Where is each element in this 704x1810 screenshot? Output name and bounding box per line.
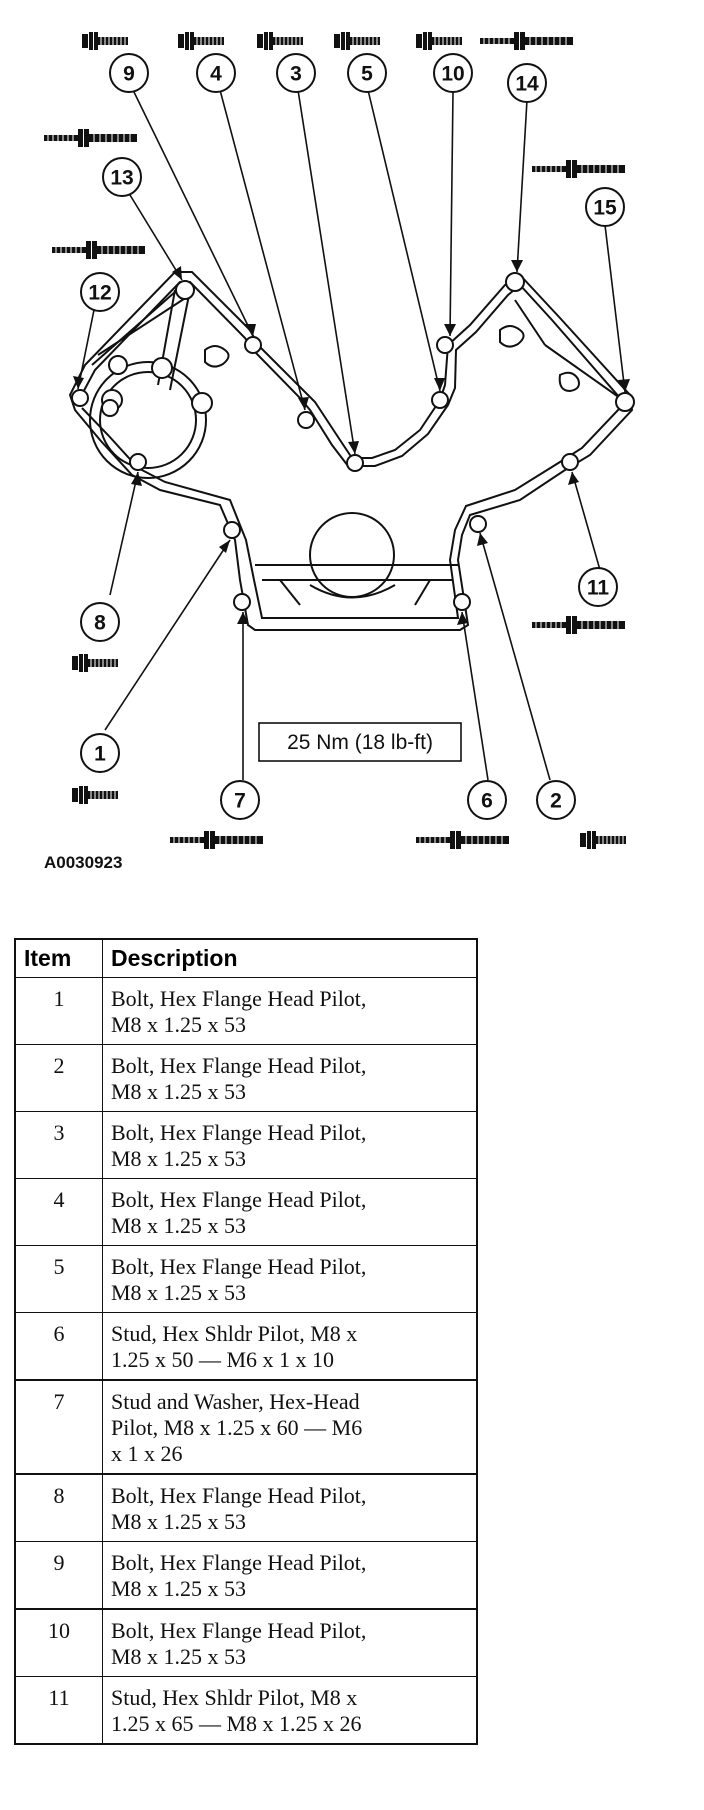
figure-id: A0030923 [44, 853, 122, 872]
item-number: 7 [14, 1379, 103, 1475]
table-row: 10 Bolt, Hex Flange Head Pilot,M8 x 1.25… [14, 1608, 478, 1677]
table-row: 9 Bolt, Hex Flange Head Pilot,M8 x 1.25 … [14, 1541, 478, 1610]
stud-15-icon [531, 159, 626, 179]
callout-9: 9 [123, 63, 135, 86]
leader-lines [77, 89, 626, 781]
item-number: 8 [14, 1473, 103, 1542]
stud-14-icon [479, 31, 574, 51]
stud-13-icon [43, 128, 138, 148]
item-number: 3 [14, 1111, 103, 1179]
callout-2: 2 [550, 790, 562, 813]
item-description: Bolt, Hex Flange Head Pilot,M8 x 1.25 x … [102, 1473, 478, 1542]
item-description: Bolt, Hex Flange Head Pilot,M8 x 1.25 x … [102, 977, 478, 1045]
front-cover-diagram: 9 4 3 5 10 14 13 15 12 11 8 1 7 6 2 25 N… [43, 31, 635, 872]
item-number: 1 [14, 977, 103, 1045]
callout-1: 1 [94, 743, 106, 766]
table-row: 3 Bolt, Hex Flange Head Pilot,M8 x 1.25 … [14, 1111, 478, 1179]
stud-6-icon [415, 830, 510, 850]
bolt-3-icon [256, 31, 304, 51]
table-header-row: Item Description [14, 938, 478, 978]
parts-table: Item Description 1 Bolt, Hex Flange Head… [14, 938, 478, 1745]
torque-spec-label: 25 Nm (18 lb-ft) [287, 731, 433, 754]
torque-spec-box [258, 722, 462, 762]
table-row: 1 Bolt, Hex Flange Head Pilot,M8 x 1.25 … [14, 977, 478, 1045]
item-description: Bolt, Hex Flange Head Pilot,M8 x 1.25 x … [102, 1608, 478, 1677]
bolt-holes [71, 272, 635, 611]
table-row: 8 Bolt, Hex Flange Head Pilot,M8 x 1.25 … [14, 1473, 478, 1542]
bolt-2-icon [579, 830, 627, 850]
item-number: 2 [14, 1044, 103, 1112]
bolt-4-icon [177, 31, 225, 51]
callout-14: 14 [515, 73, 539, 96]
front-cover-outline [68, 271, 634, 631]
callout-15: 15 [593, 197, 617, 220]
item-description: Bolt, Hex Flange Head Pilot,M8 x 1.25 x … [102, 1178, 478, 1246]
bolt-8-icon [71, 653, 119, 673]
callout-13: 13 [110, 167, 133, 190]
description-column-header: Description [102, 938, 478, 978]
item-number: 9 [14, 1541, 103, 1610]
table-row: 5 Bolt, Hex Flange Head Pilot,M8 x 1.25 … [14, 1245, 478, 1313]
stud-7-icon [169, 830, 264, 850]
callout-6: 6 [481, 790, 493, 813]
callout-8: 8 [94, 612, 106, 635]
bolt-10-icon [415, 31, 463, 51]
item-description: Bolt, Hex Flange Head Pilot,M8 x 1.25 x … [102, 1111, 478, 1179]
bolt-9-icon [81, 31, 129, 51]
item-number: 4 [14, 1178, 103, 1246]
callout-11: 11 [587, 577, 610, 600]
item-column-header: Item [14, 938, 103, 978]
callout-5: 5 [361, 63, 373, 86]
item-number: 5 [14, 1245, 103, 1313]
stud-12-icon [51, 240, 146, 260]
callout-12: 12 [88, 282, 111, 305]
bolt-5-icon [333, 31, 381, 51]
callout-circles [80, 53, 625, 820]
arrowheads [73, 260, 630, 625]
item-description: Bolt, Hex Flange Head Pilot,M8 x 1.25 x … [102, 1044, 478, 1112]
item-number: 11 [14, 1676, 103, 1745]
item-number: 6 [14, 1312, 103, 1381]
item-description: Bolt, Hex Flange Head Pilot,M8 x 1.25 x … [102, 1245, 478, 1313]
table-row: 4 Bolt, Hex Flange Head Pilot,M8 x 1.25 … [14, 1178, 478, 1246]
item-number: 10 [14, 1608, 103, 1677]
table-row: 2 Bolt, Hex Flange Head Pilot,M8 x 1.25 … [14, 1044, 478, 1112]
callout-4: 4 [210, 63, 222, 86]
callout-3: 3 [290, 63, 302, 86]
callout-10: 10 [441, 63, 464, 86]
callout-7: 7 [234, 790, 246, 813]
item-description: Bolt, Hex Flange Head Pilot,M8 x 1.25 x … [102, 1541, 478, 1610]
stud-11-icon [531, 615, 626, 635]
bolt-1-icon [71, 785, 119, 805]
